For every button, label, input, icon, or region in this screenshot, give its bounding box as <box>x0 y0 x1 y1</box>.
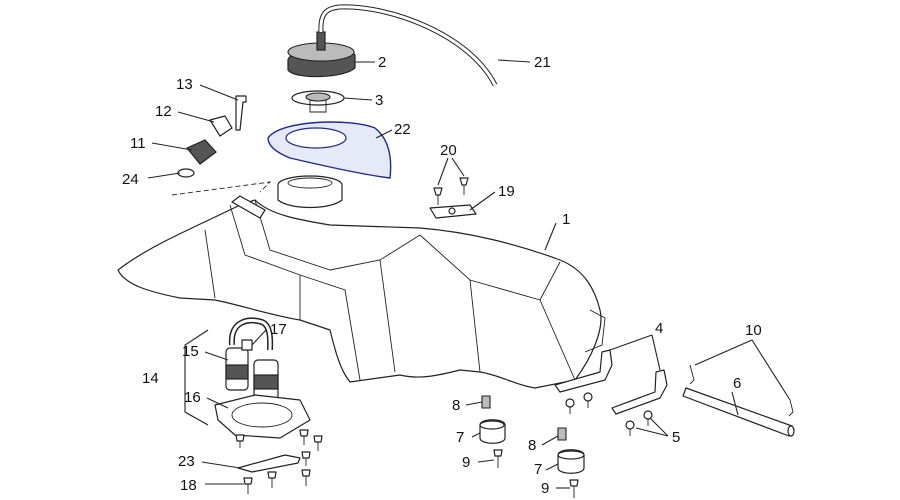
fuel-pump-assembly <box>214 317 311 439</box>
callout-8-left: 8 <box>452 397 460 414</box>
mount-brackets-4 <box>554 349 668 415</box>
rubber-mount-left <box>479 395 506 468</box>
callout-22: 22 <box>394 121 411 138</box>
callout-8-right: 8 <box>528 437 536 454</box>
callout-3: 3 <box>375 92 383 109</box>
screws-20 <box>433 177 469 205</box>
cap-surround-cover <box>267 121 392 179</box>
callout-2: 2 <box>378 54 386 71</box>
callout-9-left: 9 <box>462 454 470 471</box>
bolts-5 <box>565 392 653 436</box>
rubber-mount-right <box>557 427 585 498</box>
callout-10: 10 <box>745 322 762 339</box>
callout-5: 5 <box>672 429 680 446</box>
pump-bolts <box>235 429 323 494</box>
callout-7-left: 7 <box>456 429 464 446</box>
callout-15: 15 <box>182 343 199 360</box>
callout-7-right: 7 <box>534 461 542 478</box>
bracket-19 <box>429 204 477 219</box>
callout-23: 23 <box>178 453 195 470</box>
callout-4: 4 <box>655 320 663 337</box>
callout-11: 11 <box>130 135 146 152</box>
callout-6: 6 <box>733 375 741 392</box>
fuel-tank <box>117 175 606 389</box>
callout-14: 14 <box>142 370 159 387</box>
callout-9-right: 9 <box>541 480 549 497</box>
callout-19: 19 <box>498 183 515 200</box>
callout-labels: 1 2 3 4 5 6 7 7 8 8 9 9 10 11 12 13 14 1… <box>122 54 762 497</box>
callout-12: 12 <box>155 103 172 120</box>
plate-23 <box>237 454 301 473</box>
callout-16: 16 <box>184 389 201 406</box>
cap-gasket <box>291 90 345 113</box>
callout-20: 20 <box>440 142 457 159</box>
callout-1: 1 <box>562 211 570 228</box>
callout-21: 21 <box>534 54 551 71</box>
callout-18: 18 <box>180 477 197 494</box>
callout-13: 13 <box>176 76 193 93</box>
leader-lines <box>147 59 791 489</box>
fuel-cap <box>287 31 356 78</box>
callout-17: 17 <box>270 321 287 338</box>
callout-24: 24 <box>122 171 139 188</box>
tank-mount-bolt-set <box>177 95 247 178</box>
